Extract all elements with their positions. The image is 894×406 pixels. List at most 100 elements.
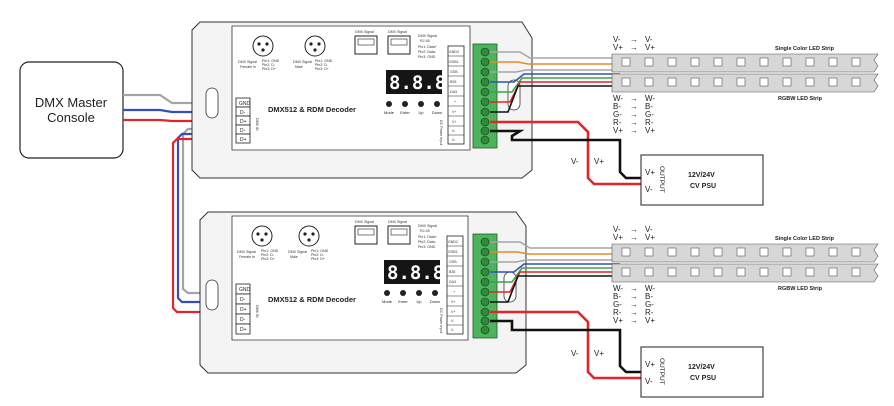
psu-terminal-minus: V- [645,185,653,194]
rj45-signal-pin-3: Pin3: GND [418,55,436,59]
dmx-terminal-label: D- [240,297,246,303]
rgbw-wire-label: B- [645,102,653,111]
output-terminal-label: V- [451,328,455,332]
psu-wire-minus-label: V- [571,349,579,358]
rgbw-wire-label: W- [645,94,655,103]
output-terminal-label: GSB [450,70,458,74]
arrow-icon: → [630,43,638,52]
up-button[interactable] [416,290,422,296]
output-wires-1 [490,51,620,113]
rgbw-strip-name: RGBW LED Strip [778,96,823,102]
dmx-terminal-label: D- [240,110,246,116]
output-terminal-label: V+ [451,300,456,304]
wire-orange [490,251,620,255]
down-button[interactable] [434,101,440,107]
rgbw-wire-label: B- [645,292,653,301]
arrow-icon: → [630,102,638,111]
rgbw-wire-label: G- [645,300,654,309]
arrow-icon: → [630,110,638,119]
down-button[interactable] [432,290,438,296]
wire-gray [490,51,620,59]
wire-gray [490,69,620,73]
rj45-signal-caption-2: RJ-45 [420,39,430,43]
rgbw-wire-label: V+ [613,126,623,135]
xlr-left-pin-1: Pin1: GND [262,59,280,63]
screw-terminal-block [472,43,498,149]
output-terminal-label: V+ [452,110,457,114]
rgbw-wire-label: W- [613,94,623,103]
mode-button-label: Mode [384,110,395,115]
psu-type-label: CV PSU [690,375,716,382]
arrow-icon: → [630,308,638,317]
psu-wire-black [490,129,646,180]
led-display-digits: 8.8.8.8. [387,262,479,284]
arrow-icon: → [630,35,638,44]
psu-wire-red [490,120,646,186]
rgbw-wire-label: B- [613,292,621,301]
rgbw-wire-label: W- [645,284,655,293]
psu-box [640,346,764,398]
single-strip-wire-label: V+ [613,233,623,242]
wire-gray [490,241,620,249]
screw-terminal-block [472,233,498,339]
rgbw-wire-label: R- [645,308,654,317]
output-terminal-label: V+ [452,120,457,124]
rgbw-wire-label: V+ [645,126,655,135]
dc-power-input-label: DC Power Input [439,308,443,333]
single-strip-wire-label: V- [613,35,621,44]
wire-blue [490,263,620,273]
dmx-terminal-label: D+ [240,119,247,125]
output-terminal-label: DA3 [449,280,456,284]
dmx-terminal-label: GND [239,101,251,107]
xlr-left-caption-2: Female In [240,65,256,69]
dmx-terminal-label: D+ [240,307,247,313]
led-display-digits: 8.8.8.8. [389,72,481,94]
enter-button[interactable] [400,290,406,296]
rgbw-wire-label: G- [613,110,622,119]
rj45-signal-caption-2: RJ-45 [420,229,430,233]
rgbw-wire-label: G- [613,300,622,309]
up-button-label: Up [418,110,424,115]
output-terminal-label: V- [451,319,455,323]
output-terminal-label: GSB [449,260,457,264]
down-button-label: Down [432,110,442,115]
up-button[interactable] [418,101,424,107]
output-terminal-label: GSB1 [448,250,458,254]
enter-button[interactable] [402,101,408,107]
led-strips-2: V- V+ → → V- V+ Single Color LED Strip R… [611,225,879,325]
psu-2: V- V+ V+ V- OUTPUT 12V/24V CV PSU [571,346,764,398]
wire-green [490,77,620,93]
output-wires-2 [490,241,620,303]
decoder-face [231,25,471,151]
xlr-left-pin-1: Pin1: GND [261,249,279,253]
decoder-face [231,215,469,341]
console-label-line2: Console [47,110,95,125]
wire-green [490,267,620,283]
led-display [384,260,440,284]
single-strip-wire-label: V+ [645,233,655,242]
output-terminal-label: + [454,100,456,104]
arrow-icon: → [630,233,638,242]
psu-output-label: OUTPUT [658,358,665,385]
psu-wire-plus-label: V+ [594,157,604,166]
wire-blue [490,73,620,83]
single-strip-name: Single Color LED Strip [775,236,835,242]
dmx-in-label: DMX IN [255,118,259,131]
mode-button[interactable] [384,290,390,296]
wire-black [490,85,620,113]
mounting-slot-left [205,87,219,119]
single-strip-wire-label: V- [645,225,653,234]
xlr-right-caption-2: Male [295,65,303,69]
arrow-icon: → [630,316,638,325]
xlr-left-pin-2: Pin2: D- [262,63,276,67]
xlr-right-caption-1: DMX Signal [293,60,312,64]
output-terminal-label: GND2 [449,50,459,54]
output-terminal-labels: GND2 GSB1 GSB B35 DA3 + V+ V+ V- V- DC P… [439,235,464,335]
psu-wires-1 [490,120,646,186]
output-terminal-label: B35 [450,80,456,84]
xlr-male-connector [304,35,326,57]
mode-button[interactable] [386,101,392,107]
dmx-input-terminal-block: GND D- D+ D- D+ DMX IN [235,97,259,144]
arrow-icon: → [630,284,638,293]
xlr-right-pin-3: Pin3: D+ [311,257,325,261]
